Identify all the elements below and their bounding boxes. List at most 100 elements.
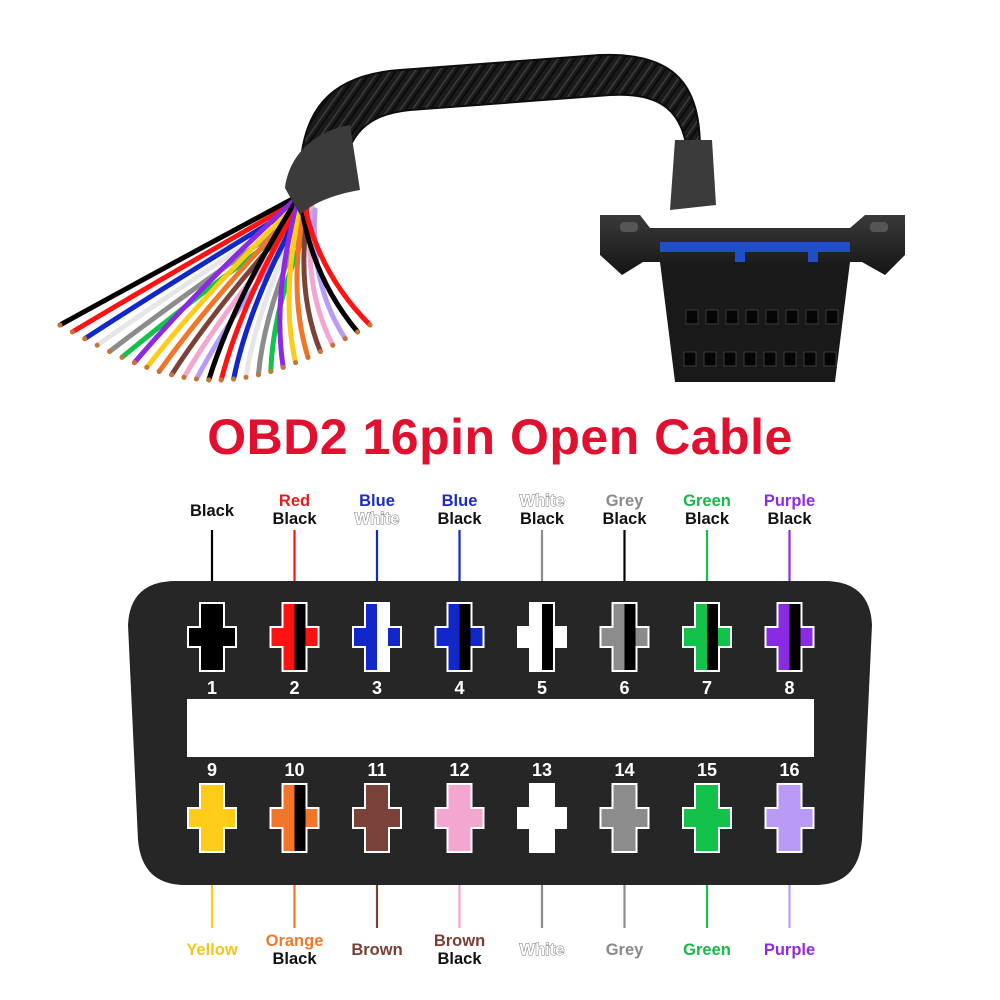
- pin-number: 4: [454, 678, 464, 698]
- wire-tip: [69, 329, 75, 335]
- loose-wire: [57, 192, 303, 328]
- pin-color-label: Orange: [266, 932, 324, 950]
- pin-number: 2: [289, 678, 299, 698]
- pin-terminal: [434, 783, 485, 853]
- pin-color-label: Black: [767, 510, 812, 528]
- pin-number: 10: [284, 760, 304, 780]
- pin-stripe: [294, 785, 306, 851]
- wire-tip: [181, 374, 187, 380]
- wire-tip: [144, 364, 150, 370]
- page-title: OBD2 16pin Open Cable: [207, 409, 793, 465]
- pin-color-label: Brown: [434, 932, 485, 950]
- pin-number: 14: [614, 760, 634, 780]
- pin-number: 11: [367, 760, 386, 780]
- loose-wire: [277, 192, 303, 370]
- pin-terminal: [352, 783, 402, 853]
- pin-terminal: [187, 783, 237, 853]
- pin-stripe: [459, 604, 471, 670]
- pin-terminal: [269, 783, 320, 853]
- wire-tip: [280, 364, 286, 370]
- connector-cavity: [683, 351, 697, 367]
- loose-wire: [311, 207, 348, 342]
- connector-cavity: [743, 351, 757, 367]
- wire-tip: [169, 372, 175, 378]
- wire-tip: [330, 342, 336, 348]
- wire-tip: [94, 342, 100, 348]
- connector-cavity: [765, 309, 779, 325]
- pin-stripe: [789, 604, 801, 670]
- pin-color-label: Black: [272, 950, 317, 968]
- connector-cavity: [783, 351, 797, 367]
- wire-tip: [305, 354, 311, 360]
- connector-center-slot: [187, 699, 814, 757]
- pin-terminal: [517, 783, 567, 853]
- connector-cavity: [725, 309, 739, 325]
- pin-color-label: Purple: [764, 941, 815, 959]
- pin-color-label: Blue: [442, 492, 478, 510]
- loose-wire: [300, 195, 373, 328]
- pin-number: 13: [532, 760, 552, 780]
- pin-terminal: [187, 602, 237, 672]
- pin-color-label: Black: [520, 510, 565, 528]
- pin-stripe: [377, 604, 388, 670]
- wire-tip: [293, 360, 299, 366]
- pin-number: 12: [449, 760, 469, 780]
- pin-color-label: Green: [683, 492, 731, 510]
- pin-color-label: Red: [279, 492, 310, 510]
- connector-cavity: [723, 351, 737, 367]
- wire-tip: [193, 376, 199, 382]
- loose-wire: [206, 192, 303, 383]
- wire-tip: [342, 336, 348, 342]
- wire-tip: [119, 354, 125, 360]
- pin-color-label: Grey: [606, 492, 644, 510]
- loose-wire: [69, 195, 306, 335]
- connector-cavity: [703, 351, 717, 367]
- pin-number: 1: [207, 678, 217, 698]
- pin-color-label: White: [355, 510, 400, 528]
- pin-terminal: [599, 602, 650, 672]
- wire-tip: [355, 329, 361, 335]
- pin-terminal: [682, 602, 732, 672]
- wire-tip: [218, 377, 224, 383]
- wire-tip: [156, 368, 162, 374]
- pin-color-label: Black: [190, 502, 235, 520]
- pin-color-label: Black: [685, 510, 730, 528]
- pin-terminal: [517, 602, 567, 672]
- connector-cavity: [823, 351, 837, 367]
- pin-stripe: [624, 604, 636, 670]
- pin-terminal: [599, 783, 650, 853]
- pin-number: 15: [697, 760, 717, 780]
- pin-color-label: White: [520, 941, 565, 959]
- pin-number: 5: [537, 678, 547, 698]
- pin-number: 3: [372, 678, 382, 698]
- loose-wire: [297, 192, 361, 335]
- pin-color-label: Grey: [606, 941, 644, 959]
- pin-number: 6: [619, 678, 629, 698]
- pin-color-label: Blue: [359, 492, 395, 510]
- pin-terminal: [764, 783, 815, 853]
- pin-terminal: [764, 602, 815, 672]
- pin-stripe: [707, 604, 718, 670]
- pin-terminal: [352, 602, 402, 672]
- wire-tip: [82, 336, 88, 342]
- connector-cavity: [825, 309, 839, 325]
- connector-cavity: [803, 351, 817, 367]
- pin-stripe: [542, 604, 553, 670]
- pin-color-label: Purple: [764, 492, 815, 510]
- obd-connector: [600, 215, 905, 382]
- wire-tip: [268, 368, 274, 374]
- wire-tip: [231, 376, 237, 382]
- wire-tip: [131, 360, 137, 366]
- wire-tip: [317, 348, 323, 354]
- pin-number: 9: [207, 760, 217, 780]
- loose-wire: [218, 195, 306, 383]
- pin-number: 16: [779, 760, 799, 780]
- pin-number: 8: [784, 678, 794, 698]
- connector-cavity: [763, 351, 777, 367]
- wire-tip: [206, 377, 212, 383]
- loose-wire: [286, 195, 306, 366]
- pin-color-label: Black: [437, 510, 482, 528]
- pin-color-label: Green: [683, 941, 731, 959]
